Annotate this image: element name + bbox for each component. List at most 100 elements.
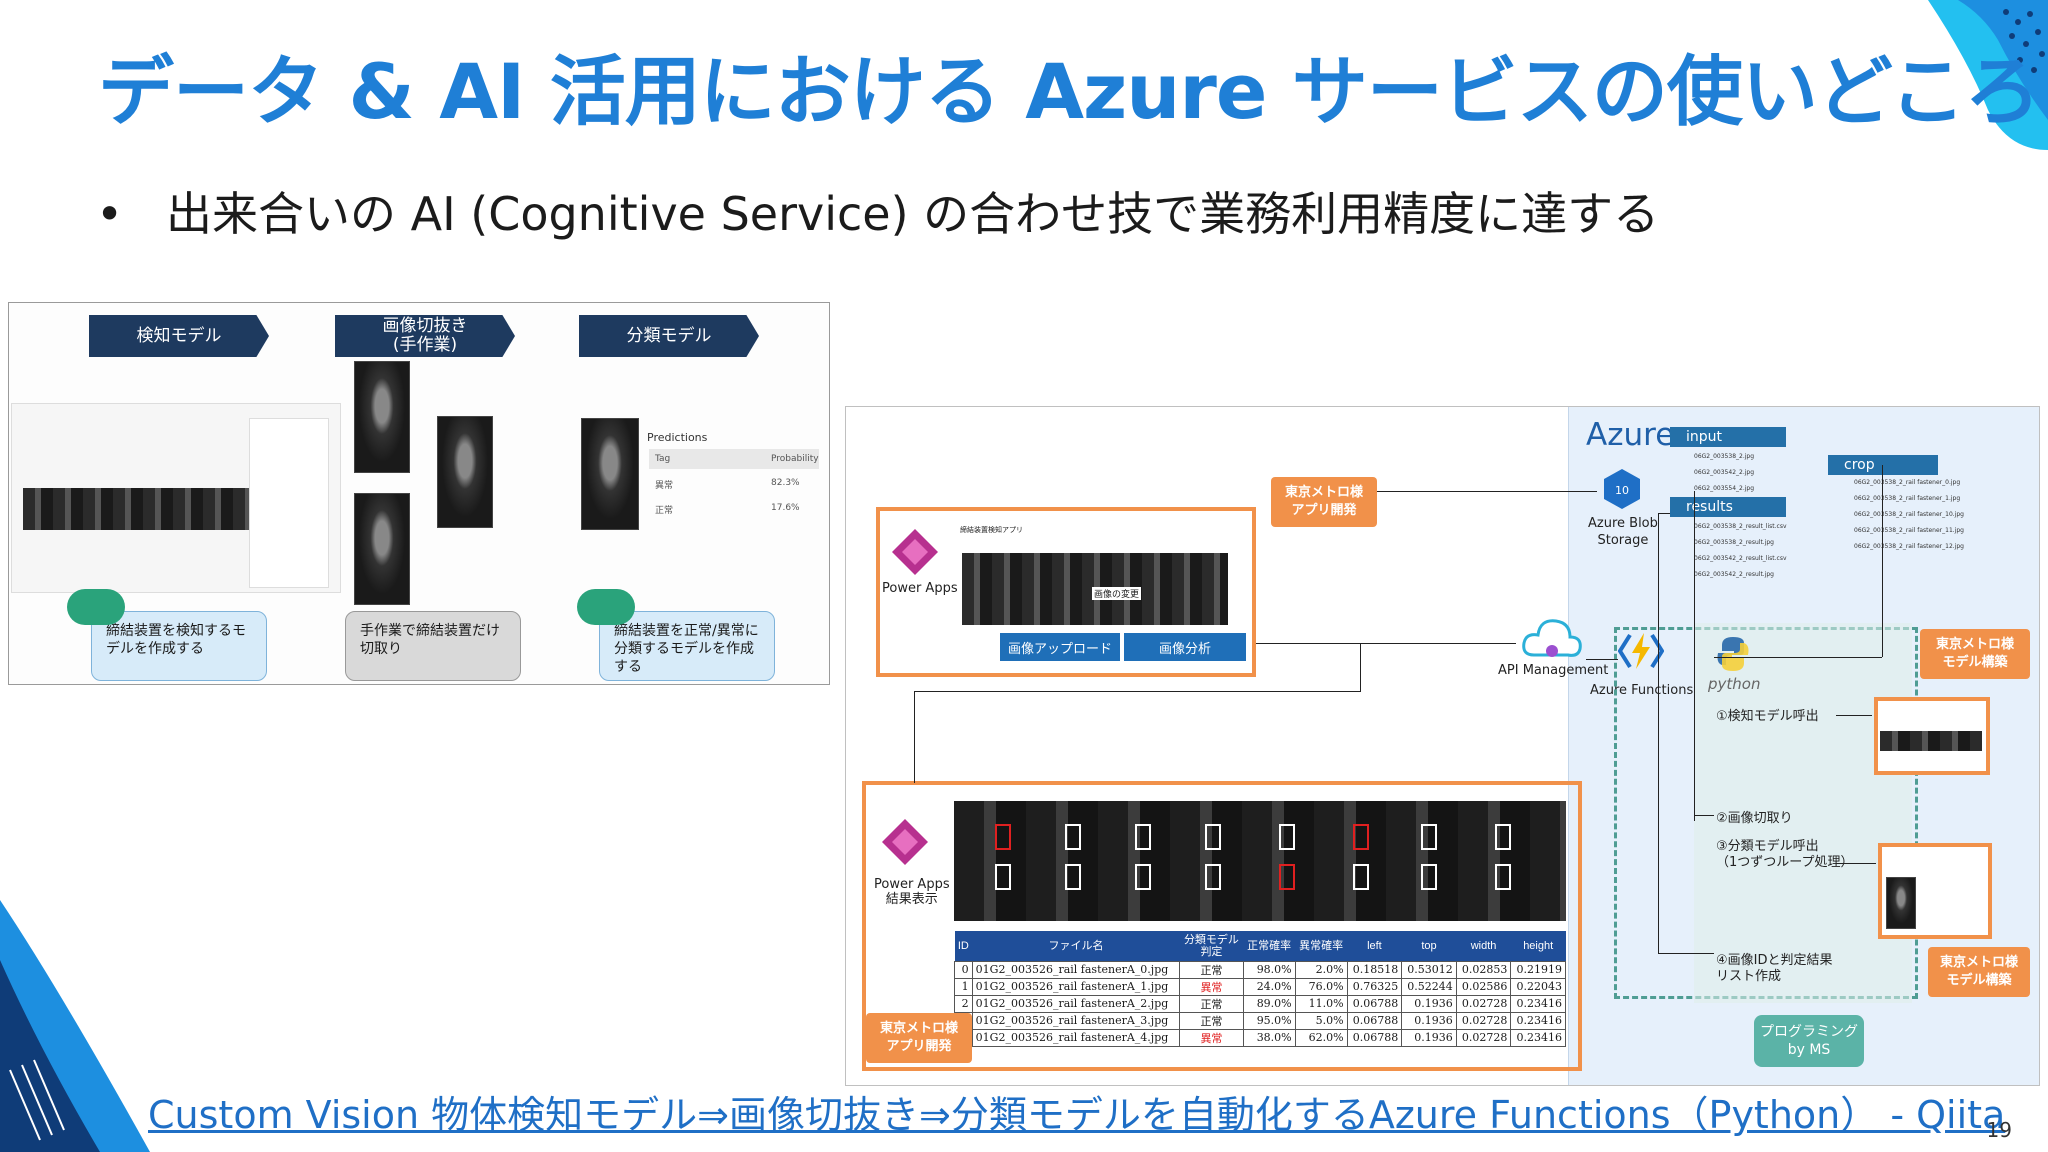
table-cell: 正常 xyxy=(1179,960,1244,979)
table-cell: 01G2_003526_rail fastenerA_0.jpg xyxy=(971,960,1181,979)
power-apps-result-label: Power Apps 結果表示 xyxy=(874,877,950,907)
badge-metro-app-bottom: 東京メトロ様 アプリ開発 xyxy=(866,1013,972,1063)
table-cell: 0.1936 xyxy=(1401,994,1457,1013)
page-number: 19 xyxy=(1986,1118,2012,1142)
table-cell: 01G2_003526_rail fastenerA_1.jpg xyxy=(971,977,1181,996)
cropped-fastener-photo-2 xyxy=(354,493,410,605)
table-cell: 2 xyxy=(954,994,973,1013)
power-apps-result-box xyxy=(862,781,1582,1071)
table-cell: 0.06788 xyxy=(1346,994,1403,1013)
cropped-fastener-photo-3 xyxy=(437,416,493,528)
step-3-label: ③分類モデル呼出 （1つずつループ処理） xyxy=(1716,839,1854,870)
table-cell: 98.0% xyxy=(1242,960,1296,979)
blob-storage-label: Azure Blob Storage xyxy=(1588,516,1658,548)
bullet-text: 出来合いの AI (Cognitive Service) の合わせ技で業務利用精… xyxy=(166,187,1660,241)
badge-metro-model-bottom: 東京メトロ様 モデル構築 xyxy=(1928,947,2030,997)
pred-row-1-prob: 17.6% xyxy=(771,503,800,513)
connector xyxy=(1836,715,1872,716)
badge-programming-by-ms: プログラミング by MS xyxy=(1754,1015,1864,1067)
classified-fastener-photo xyxy=(581,418,639,530)
table-header-cell: 異常確率 xyxy=(1295,931,1348,961)
table-cell: 11.0% xyxy=(1294,994,1348,1013)
step-classification-model: 分類モデル xyxy=(579,315,759,357)
table-cell: 正常 xyxy=(1179,1011,1244,1030)
custom-vision-classification-thumbnail xyxy=(1878,843,1992,939)
pred-row-0-prob: 82.3% xyxy=(771,478,800,488)
table-row: 301G2_003526_rail fastenerA_3.jpg正常95.0%… xyxy=(954,1011,1566,1030)
table-cell: 異常 xyxy=(1179,1028,1244,1047)
table-cell: 0.02728 xyxy=(1455,994,1512,1013)
page-title: データ & AI 活用における Azure サービスの使いどころ ④ xyxy=(98,47,2048,136)
step-manual-crop: 画像切抜き (手作業) xyxy=(335,315,515,357)
rail-image-detection xyxy=(23,488,253,530)
python-label: python xyxy=(1708,675,1761,693)
image-change-label: 画像の変更 xyxy=(1092,587,1142,600)
custom-vision-detection-thumbnail xyxy=(1874,697,1990,775)
thumbnail-fastener xyxy=(1886,877,1916,929)
svg-text:10: 10 xyxy=(1615,484,1629,497)
table-cell: 異常 xyxy=(1179,977,1244,996)
step-1-label: ①検知モデル呼出 xyxy=(1716,709,1819,724)
connector xyxy=(1658,953,1714,954)
python-logo-icon xyxy=(1717,637,1749,671)
table-cell: 0.1936 xyxy=(1401,1011,1457,1030)
upload-image-button[interactable]: 画像アップロード xyxy=(1000,633,1120,661)
left-workflow-image: 検知モデル 画像切抜き (手作業) 分類モデル Predictions Tag … xyxy=(8,302,830,685)
qiita-article-link[interactable]: Custom Vision 物体検知モデル⇒画像切抜き⇒分類モデルを自動化するA… xyxy=(148,1093,2006,1137)
table-header-cell: width xyxy=(1456,931,1511,961)
table-cell: 正常 xyxy=(1179,994,1244,1013)
cropped-fastener-photo-1 xyxy=(354,361,410,473)
table-cell: 5.0% xyxy=(1294,1011,1348,1030)
result-rail-image xyxy=(954,801,1566,921)
connector xyxy=(1694,815,1714,816)
bullet-point: •出来合いの AI (Cognitive Service) の合わせ技で業務利用… xyxy=(96,178,1659,244)
app-title: 締結装置検知アプリ xyxy=(960,526,1023,534)
connector xyxy=(1586,659,1618,660)
connector xyxy=(1694,491,1695,821)
table-header-cell: left xyxy=(1347,931,1402,961)
connector xyxy=(1658,513,1659,953)
connector xyxy=(1714,657,1882,658)
connector xyxy=(1256,643,1516,644)
table-cell: 62.0% xyxy=(1294,1028,1348,1047)
table-cell: 1 xyxy=(954,977,973,996)
detected-objects-panel xyxy=(249,418,329,588)
connector xyxy=(1836,863,1876,864)
table-cell: 24.0% xyxy=(1242,977,1296,996)
table-cell: 01G2_003526_rail fastenerA_2.jpg xyxy=(971,994,1181,1013)
detection-boxes-overlay xyxy=(995,824,1511,890)
badge-metro-model-top: 東京メトロ様 モデル構築 xyxy=(1920,629,2030,679)
table-cell: 0.02728 xyxy=(1455,1011,1512,1030)
table-cell: 0.23416 xyxy=(1510,1011,1566,1030)
azure-functions-icon xyxy=(1618,633,1664,669)
connector xyxy=(1360,643,1361,691)
decorative-corner-top-right xyxy=(1928,0,2048,150)
tag-crop: crop xyxy=(1828,455,1938,475)
caption-detection-model: 締結装置を検知するモデルを作成する xyxy=(91,611,267,681)
step-detection-model: 検知モデル xyxy=(89,315,269,357)
table-header-cell: ID xyxy=(954,931,973,961)
blob-storage-icon: 10 xyxy=(1604,469,1640,509)
caption-classification-model: 締結装置を正常/異常に分類するモデルを作成する xyxy=(599,611,775,681)
table-cell: 0.76325 xyxy=(1346,977,1403,996)
analyze-image-button[interactable]: 画像分析 xyxy=(1124,633,1246,661)
power-apps-upload-box xyxy=(876,507,1256,677)
table-cell: 0.23416 xyxy=(1510,1028,1566,1047)
table-cell: 95.0% xyxy=(1242,1011,1296,1030)
table-cell: 0.06788 xyxy=(1346,1011,1403,1030)
power-apps-label: Power Apps xyxy=(882,581,958,596)
table-header-cell: 分類モデル 判定 xyxy=(1179,931,1244,961)
table-header-cell: ファイル名 xyxy=(972,931,1180,961)
table-cell: 76.0% xyxy=(1294,977,1348,996)
power-apps-icon xyxy=(892,529,938,575)
table-header-cell: top xyxy=(1401,931,1457,961)
tag-results: results xyxy=(1670,497,1786,517)
